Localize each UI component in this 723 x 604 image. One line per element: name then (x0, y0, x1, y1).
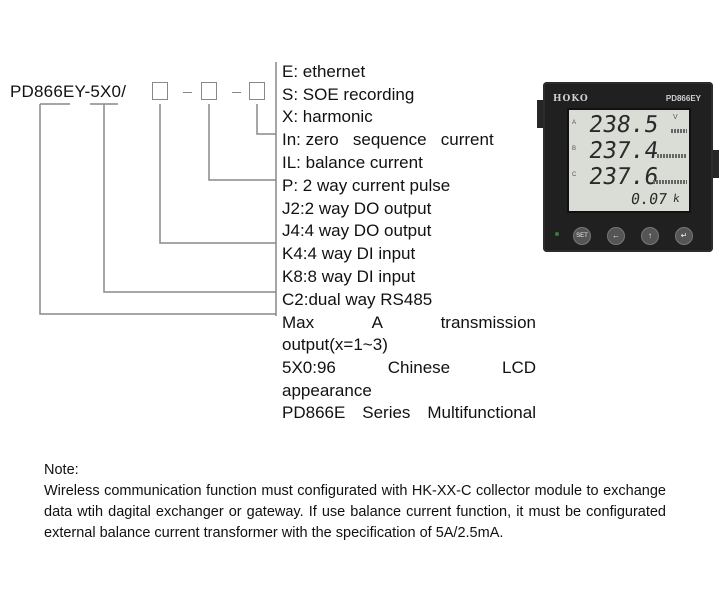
lcd-label-c: C (572, 172, 577, 178)
lcd-row3-value: 237.6 (587, 164, 661, 190)
dash-2 (232, 92, 241, 93)
enter-button: ↵ (675, 227, 693, 245)
note-block: Note: Wireless communication function mu… (44, 460, 666, 544)
note-body: Wireless communication function must con… (44, 483, 666, 541)
leader-series (39, 104, 276, 315)
option-box-1 (152, 82, 168, 100)
option-k8: K8:8 way DI input (282, 267, 416, 286)
lcd-row2-value: 237.4 (587, 138, 661, 164)
device-lcd: A 238.5 V B 237.4 C 237.6 0.07 k (567, 108, 691, 213)
up-arrow-button: ↑ (641, 227, 659, 245)
lcd-row4-value: 0.07 (629, 190, 669, 208)
option-box-3 (249, 82, 265, 100)
lcd-row1-bargraph (671, 129, 687, 133)
lcd-label-a: A (572, 120, 577, 126)
note-title: Note: (44, 462, 79, 478)
size-line-2: appearance (282, 381, 372, 400)
option-harmonic: X: harmonic (282, 107, 373, 126)
lcd-row1-unit: V (673, 114, 678, 121)
model-code: PD866EY-5X0/ (10, 82, 127, 101)
option-j4: J4:4 way DO output (282, 221, 432, 240)
option-k4: K4:4 way DI input (282, 244, 416, 263)
leader-box1 (159, 104, 276, 244)
max-word-1: Max (282, 313, 315, 332)
set-button: SET (573, 227, 591, 245)
option-c2: C2:dual way RS485 (282, 290, 433, 309)
lcd-row1-value: 238.5 (587, 112, 661, 138)
option-box-2 (201, 82, 217, 100)
series-word-3: Multifunctional (427, 403, 536, 422)
device-brand: HOKO (553, 94, 589, 104)
meter-device: HOKO PD866EY A 238.5 V B 237.4 C 237.6 0… (543, 82, 713, 252)
series-word-2: Series (362, 403, 411, 422)
max-line-2: output(x=1~3) (282, 335, 388, 354)
status-led (555, 232, 559, 236)
device-mount-left (537, 100, 543, 128)
device-model: PD866EY (665, 94, 701, 103)
lcd-row2-bargraph (657, 154, 687, 158)
option-soe: S: SOE recording (282, 85, 415, 104)
series-word-1: PD866E (282, 403, 346, 422)
size-word-1: 5X0:96 (282, 358, 336, 377)
leader-box2 (208, 104, 276, 181)
max-word-2: A (371, 313, 384, 332)
max-word-3: transmission (440, 313, 536, 332)
device-mount-right (713, 150, 719, 178)
leader-box3 (256, 104, 276, 135)
left-arrow-button: ← (607, 227, 625, 245)
dash-1 (183, 92, 192, 93)
lcd-row4-unit: k (672, 192, 681, 205)
max-line: Max A transmission (282, 313, 536, 333)
option-j2: J2:2 way DO output (282, 199, 432, 218)
option-current-pulse: P: 2 way current pulse (282, 176, 451, 195)
lcd-row3-bargraph (653, 180, 687, 184)
leader-5x0 (103, 104, 276, 293)
size-word-2: Chinese (387, 358, 451, 377)
option-balance-current: IL: balance current (282, 153, 423, 172)
series-line: PD866E Series Multifunctional (282, 403, 536, 423)
option-zero-sequence: In: zero sequence current (282, 130, 494, 149)
size-line: 5X0:96 Chinese LCD (282, 358, 536, 378)
lcd-label-b: B (572, 146, 577, 152)
size-word-3: LCD (501, 358, 536, 377)
option-ethernet: E: ethernet (282, 62, 366, 81)
